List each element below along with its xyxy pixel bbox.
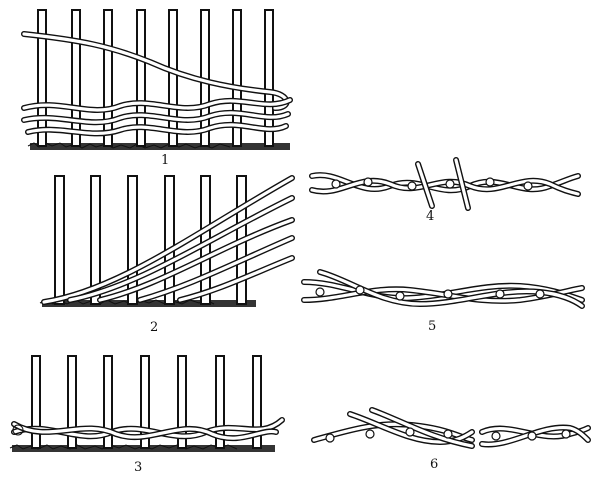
panel-3-weavers	[11, 417, 285, 442]
panel-3-stakes	[31, 355, 262, 449]
panel-1-ground	[27, 142, 290, 150]
panel-5-label: 5	[428, 319, 436, 334]
panel-1-weavers	[21, 31, 293, 137]
panel-3-label: 3	[134, 460, 142, 475]
panel-2-label: 2	[150, 320, 158, 335]
panel-2-weavers	[41, 175, 295, 305]
panel-4-label: 4	[426, 209, 434, 224]
panel-4: 4	[309, 157, 581, 224]
panel-6: 6	[311, 407, 591, 472]
panel-3: 3	[9, 355, 285, 475]
panel-5: 5	[301, 269, 585, 334]
panel-1-label: 1	[161, 153, 169, 168]
panel-6-label: 6	[430, 457, 438, 472]
panel-1: 1	[21, 9, 293, 168]
panel-2: 2	[39, 175, 295, 335]
